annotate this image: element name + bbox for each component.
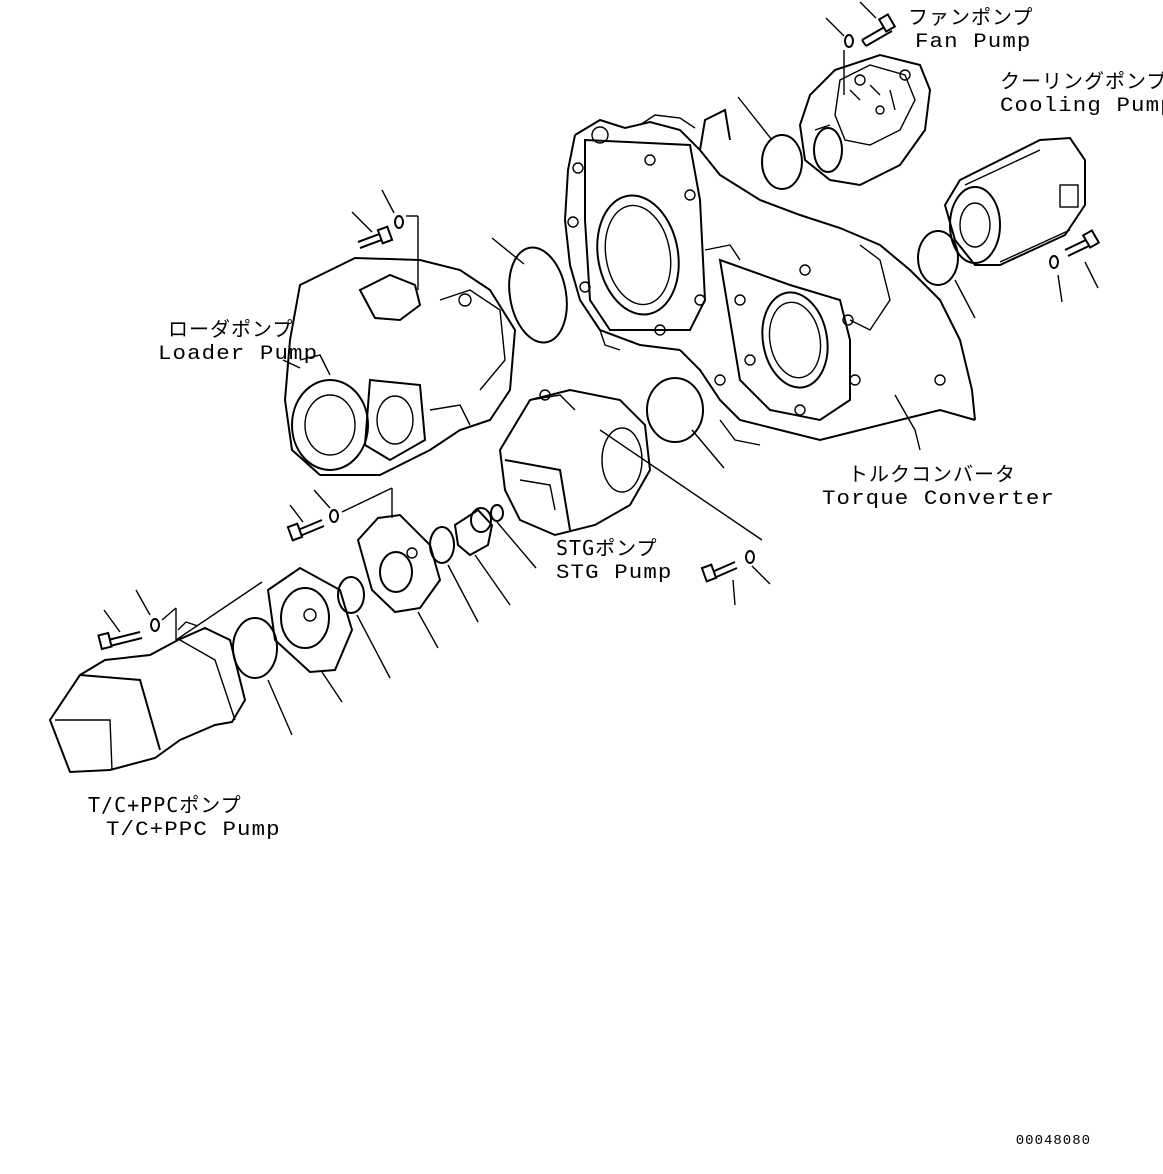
- loader-pump-bolt: [357, 215, 404, 249]
- adapter-plate: [356, 513, 442, 614]
- tc-ppc-pump-label-jp: T/C+PPCポンプ: [88, 793, 242, 817]
- loader-pump-o-ring: [508, 246, 568, 344]
- leader-line: [417, 611, 439, 649]
- leader-line: [381, 189, 395, 214]
- leader-line: [751, 565, 771, 585]
- fan-pump: [798, 53, 932, 187]
- leader-line: [321, 671, 343, 703]
- cooling-pump-bolt: [1049, 229, 1101, 269]
- leader-line: [135, 589, 151, 616]
- leader-line: [282, 359, 301, 369]
- torque-converter-housing: [563, 108, 976, 451]
- loader-pump-label-en: Loader Pump: [158, 343, 319, 366]
- leader-line: [103, 609, 121, 633]
- fan-pump-label-en: Fan Pump: [915, 31, 1032, 54]
- stg-pump: [498, 388, 652, 537]
- leader-line: [954, 279, 976, 319]
- flange: [266, 566, 354, 674]
- loader-pump: [283, 256, 517, 476]
- leader-line: [267, 679, 293, 736]
- leader-line: [1057, 274, 1063, 303]
- leader-line: [496, 521, 537, 569]
- loader-pump-label-jp: ローダポンプ: [168, 317, 294, 341]
- cooling-pump-o-ring: [917, 230, 959, 286]
- leader-line: [859, 1, 877, 19]
- leader-line: [341, 487, 393, 513]
- leader-line: [491, 237, 525, 265]
- leader-line: [1084, 261, 1099, 289]
- torque-converter-o-ring: [646, 377, 704, 443]
- leader-line: [447, 564, 479, 623]
- leader-line: [737, 96, 773, 141]
- cooling-pump-label-jp: クーリングポンプ: [1000, 69, 1163, 93]
- adapter-o-ring: [337, 576, 365, 614]
- document-id: 00048080: [1015, 1133, 1091, 1149]
- leader-line: [732, 579, 736, 606]
- cooling-pump-label-en: Cooling Pump: [1000, 95, 1163, 118]
- leader-line: [289, 504, 304, 523]
- leader-line: [351, 211, 373, 233]
- stg-pump-label-jp: STGポンプ: [556, 536, 658, 560]
- fan-pump-label-jp: ファンポンプ: [908, 5, 1034, 29]
- leader-line: [474, 554, 511, 606]
- leader-line: [175, 581, 263, 641]
- tc-ppc-pump-label-en: T/C+PPC Pump: [106, 819, 281, 842]
- leader-line: [161, 607, 177, 621]
- leader-line: [825, 17, 845, 37]
- stg-pump-label-en: STG Pump: [556, 562, 673, 585]
- tc-ppc-bolt: [97, 618, 160, 651]
- fan-pump-bolt: [844, 13, 897, 48]
- adapter-bolt: [286, 509, 339, 542]
- fan-pump-o-ring: [761, 134, 803, 190]
- tc-ppc-pump: [48, 621, 247, 774]
- leader-line: [313, 489, 331, 509]
- cooling-pump: [943, 136, 1086, 266]
- stg-small-o-ring: [490, 504, 504, 522]
- torque-converter-label-en: Torque Converter: [822, 488, 1055, 511]
- flange-o-ring: [232, 617, 278, 679]
- collar: [453, 507, 494, 557]
- torque-converter-label-jp: トルクコンバータ: [848, 462, 1016, 486]
- leader-line: [356, 614, 391, 679]
- leader-line: [599, 429, 763, 541]
- stg-bolt: [700, 550, 755, 583]
- leader-line: [691, 429, 725, 469]
